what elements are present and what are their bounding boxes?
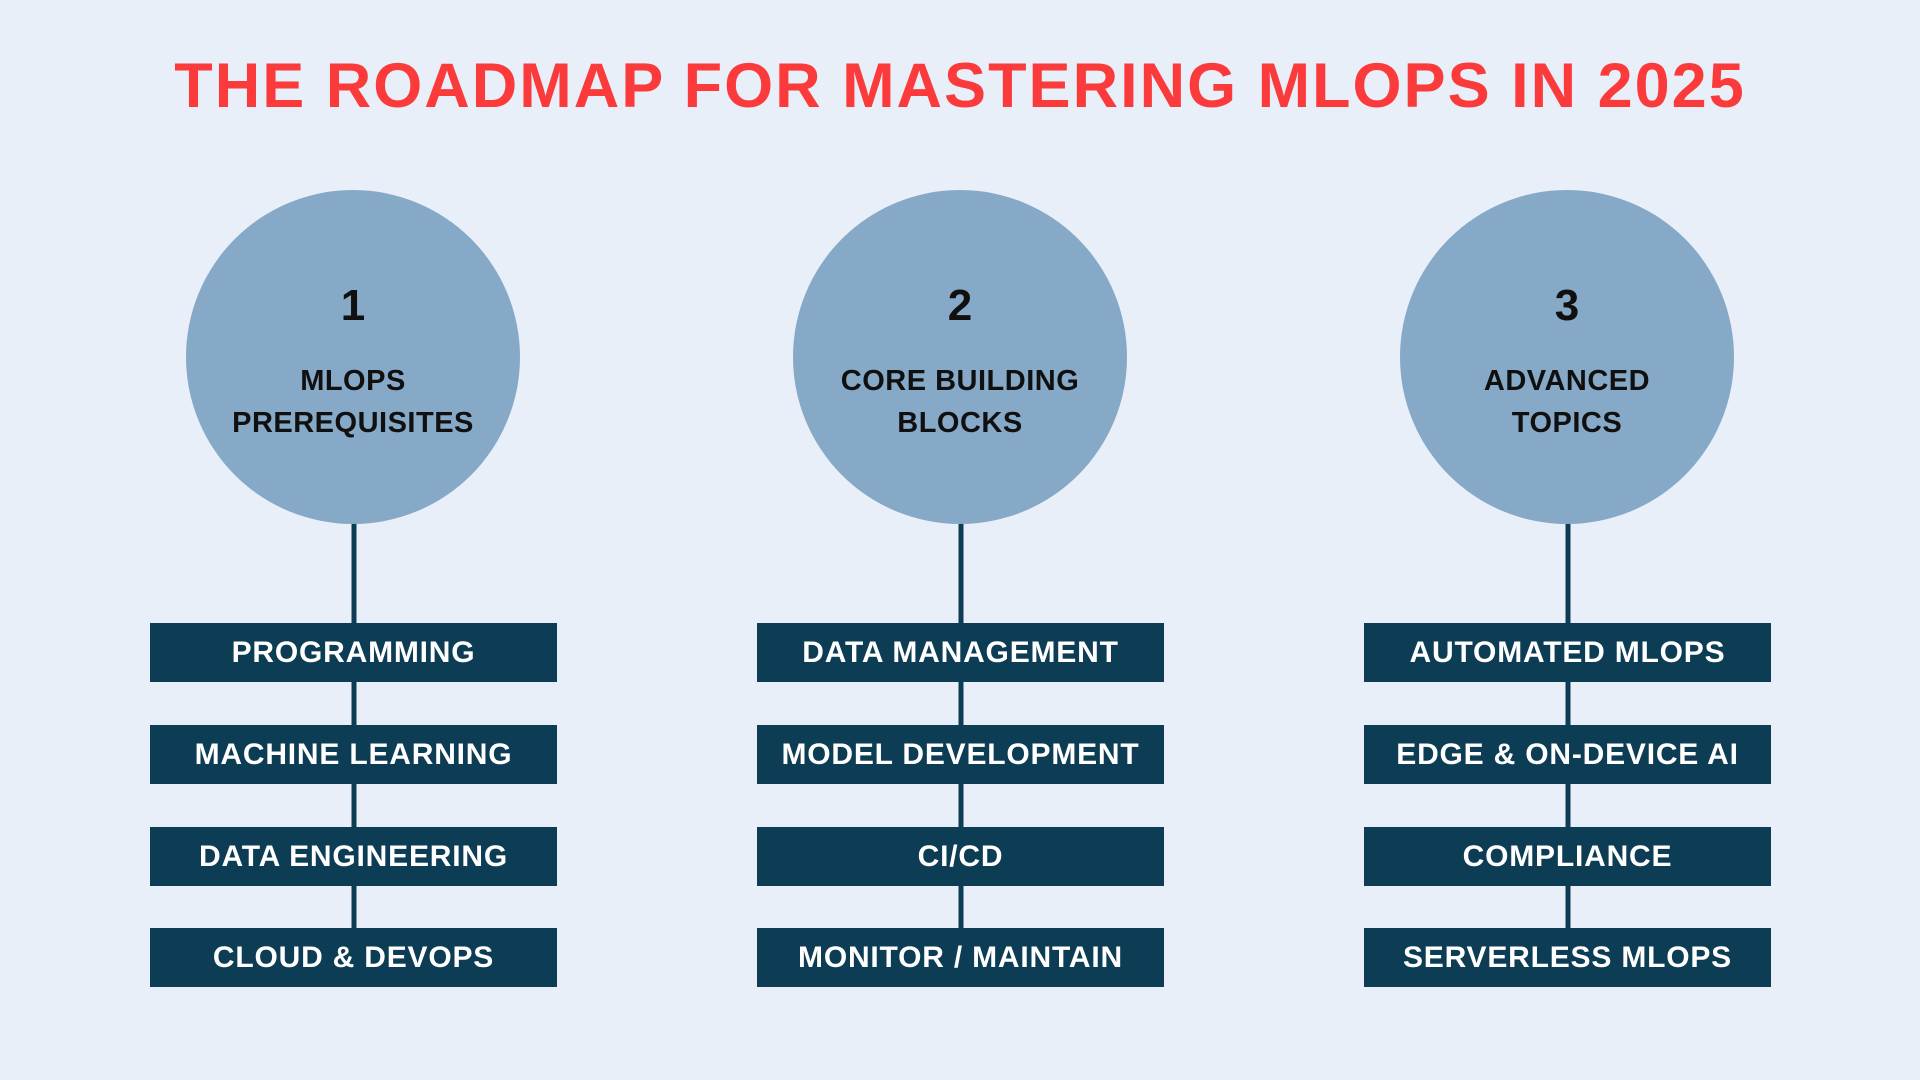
roadmap-column-prerequisites: 1 MLOPS PREREQUISITES PROGRAMMING MACHIN… [150,190,557,1000]
topic-label: CLOUD & DEVOPS [212,940,495,974]
topic-box: CLOUD & DEVOPS [150,928,557,987]
topic-box: AUTOMATED MLOPS [1364,623,1771,682]
stage-circle-3: 3 ADVANCED TOPICS [1400,190,1734,524]
topic-label: COMPLIANCE [1462,839,1673,873]
stage-label: CORE BUILDING BLOCKS [840,364,1080,439]
topic-label: EDGE & ON-DEVICE AI [1396,737,1739,771]
roadmap-column-core-building-blocks: 2 CORE BUILDING BLOCKS DATA MANAGEMENT M… [757,190,1164,1000]
topic-label: MONITOR / MAINTAIN [798,940,1123,974]
topic-label: MODEL DEVELOPMENT [781,737,1140,771]
topic-label: CI/CD [917,839,1004,873]
stage-label: ADVANCED TOPICS [1483,364,1651,439]
topic-box: CI/CD [757,827,1164,886]
topic-box: MODEL DEVELOPMENT [757,725,1164,784]
stage-number: 2 [947,280,973,330]
stage-label: MLOPS PREREQUISITES [232,364,474,439]
topic-label: SERVERLESS MLOPS [1403,940,1732,974]
topic-box: SERVERLESS MLOPS [1364,928,1771,987]
page-title: THE ROADMAP FOR MASTERING MLOPS IN 2025 [174,51,1746,121]
topic-label: AUTOMATED MLOPS [1409,635,1726,669]
topic-box: COMPLIANCE [1364,827,1771,886]
topic-label: MACHINE LEARNING [194,737,513,771]
topic-box: DATA ENGINEERING [150,827,557,886]
stage-number: 3 [1554,280,1580,330]
stage-circle-1: 1 MLOPS PREREQUISITES [186,190,520,524]
topic-box: PROGRAMMING [150,623,557,682]
topic-label: DATA ENGINEERING [199,839,508,873]
topic-box: DATA MANAGEMENT [757,623,1164,682]
topic-box: MACHINE LEARNING [150,725,557,784]
topic-box: EDGE & ON-DEVICE AI [1364,725,1771,784]
stage-circle-2: 2 CORE BUILDING BLOCKS [793,190,1127,524]
topic-label: PROGRAMMING [231,635,476,669]
topic-box: MONITOR / MAINTAIN [757,928,1164,987]
topic-label: DATA MANAGEMENT [802,635,1119,669]
stage-number: 1 [340,280,366,330]
roadmap-column-advanced-topics: 3 ADVANCED TOPICS AUTOMATED MLOPS EDGE &… [1364,190,1771,1000]
